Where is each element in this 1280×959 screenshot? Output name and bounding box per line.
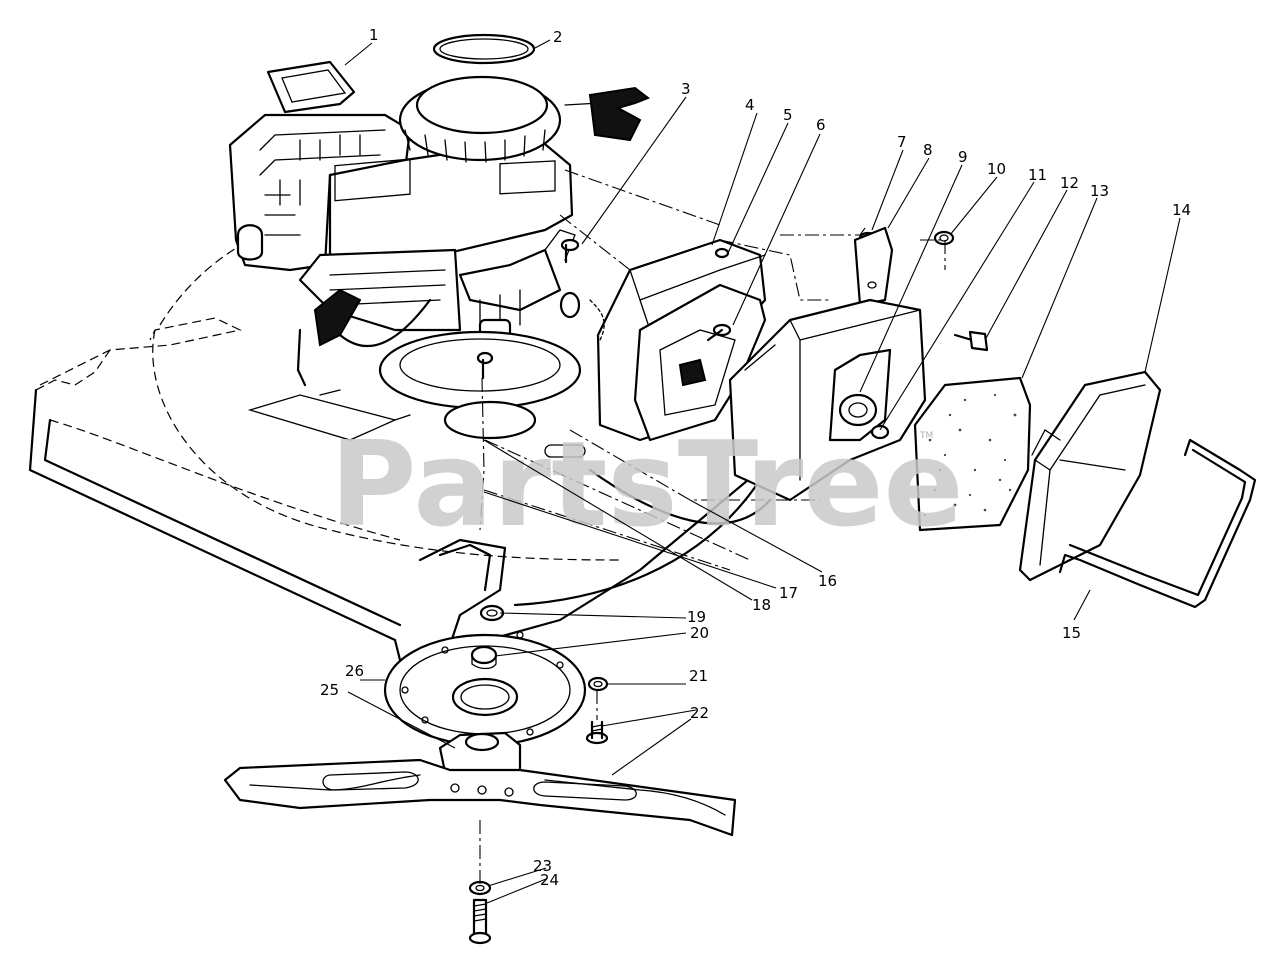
part-2-gasket (432, 33, 536, 65)
callout-16: 16 (818, 572, 837, 590)
callout-25: 25 (320, 681, 339, 699)
part-13-foam-filter (913, 376, 1032, 532)
part-19-bushing (479, 604, 505, 622)
callout-11: 11 (1028, 166, 1047, 184)
callout-2: 2 (553, 28, 563, 46)
callout-21: 21 (689, 667, 708, 685)
callout-5: 5 (783, 106, 793, 124)
callout-15: 15 (1062, 624, 1081, 642)
part-4-air-cleaner-base (589, 238, 767, 442)
starter-handle (564, 86, 651, 142)
watermark-trademark: TM (919, 431, 933, 441)
part-1-decal (266, 60, 356, 114)
part-20-bushing (470, 645, 498, 670)
callout-6: 6 (816, 116, 826, 134)
callout-12: 12 (1060, 174, 1079, 192)
callout-26: 26 (345, 662, 364, 680)
part-15-wire-handle (1058, 438, 1257, 609)
callout-17: 17 (779, 584, 798, 602)
callout-leaders (344, 39, 1181, 904)
callout-9: 9 (958, 148, 968, 166)
callout-8: 8 (923, 141, 933, 159)
part-26-mounting-plate (383, 631, 587, 747)
callout-14: 14 (1172, 201, 1191, 219)
part-8-bracket (853, 226, 894, 307)
callout-10: 10 (987, 160, 1006, 178)
callout-23: 23 (533, 857, 552, 875)
part-21-bolt (585, 720, 609, 745)
engine-assembly (228, 75, 582, 440)
callout-22: 22 (690, 704, 709, 722)
callout-1: 1 (369, 26, 379, 44)
callout-3: 3 (681, 80, 691, 98)
part-24-bolt (468, 898, 492, 945)
part-3-screw (476, 238, 581, 380)
callout-20: 20 (690, 624, 709, 642)
callout-labels: 1 2 3 4 5 6 7 8 9 10 11 12 13 14 15 16 1… (320, 26, 1191, 889)
part-11-nut (870, 424, 890, 440)
callout-7: 7 (897, 133, 907, 151)
part-9-air-cleaner-body (728, 298, 927, 502)
part-21-washer (587, 676, 609, 692)
part-22-blade (223, 758, 737, 837)
part-12-bolt (953, 330, 989, 352)
watermark-text: PartsTree (330, 415, 964, 553)
part-10-grommet (933, 230, 955, 246)
callout-18: 18 (752, 596, 771, 614)
callout-24: 24 (540, 871, 559, 889)
watermark: PartsTree TM (330, 415, 964, 553)
callout-13: 13 (1090, 182, 1109, 200)
part-14-filter-cover (1018, 370, 1162, 582)
callout-19: 19 (687, 608, 706, 626)
callout-4: 4 (745, 96, 755, 114)
